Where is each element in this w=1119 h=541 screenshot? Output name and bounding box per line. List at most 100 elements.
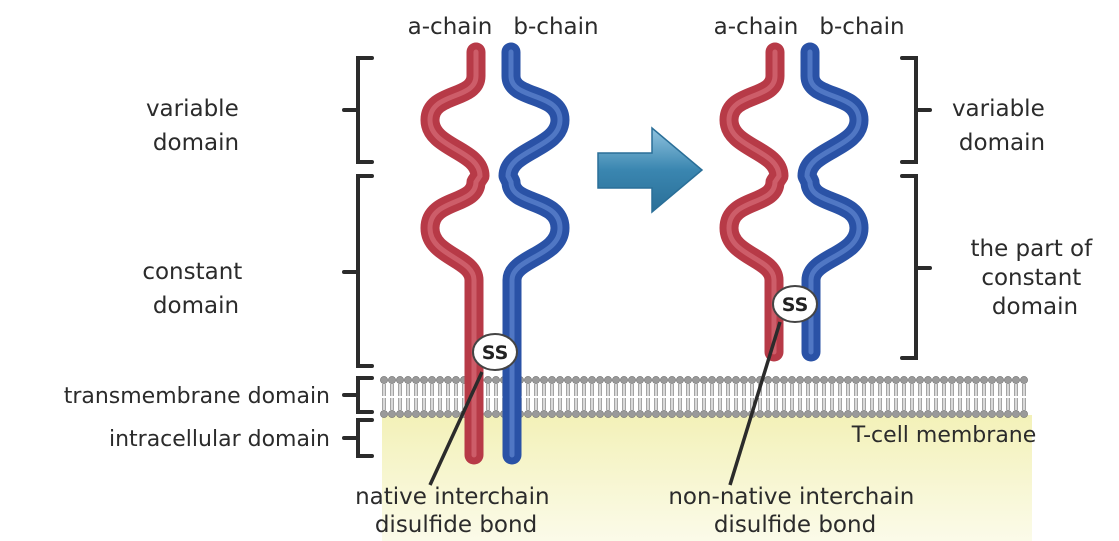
- lipid-tail: [551, 384, 553, 396]
- lipid-head: [916, 410, 923, 417]
- lipid-head: [668, 376, 675, 383]
- lipid-head: [612, 410, 619, 417]
- lipid-head: [764, 376, 771, 383]
- lipid-tail: [839, 398, 841, 410]
- lipid-tail: [399, 384, 401, 396]
- lipid-tail: [951, 398, 953, 410]
- lipid-tail: [455, 384, 457, 396]
- lipid-head: [732, 410, 739, 417]
- lipid-tail: [679, 384, 681, 396]
- lipid-tail: [911, 384, 913, 396]
- lipid-tail: [967, 384, 969, 396]
- lipid-head: [556, 410, 563, 417]
- lipid-tail: [879, 398, 881, 410]
- lipid-head: [908, 410, 915, 417]
- lipid-tail: [583, 398, 585, 410]
- lipid-tail: [575, 398, 577, 410]
- lipid-head: [668, 410, 675, 417]
- lipid-tail: [719, 398, 721, 410]
- lipid-tail: [663, 398, 665, 410]
- lipid-head: [908, 376, 915, 383]
- lipid-tail: [799, 384, 801, 396]
- lipid-tail: [487, 398, 489, 410]
- lipid-tail: [751, 384, 753, 396]
- lipid-head: [876, 410, 883, 417]
- lipid-head: [772, 376, 779, 383]
- lipid-tail: [423, 384, 425, 396]
- lipid-tail: [687, 398, 689, 410]
- lipid-tail: [727, 398, 729, 410]
- lipid-tail: [543, 398, 545, 410]
- lipid-head: [988, 376, 995, 383]
- lipid-tail: [871, 398, 873, 410]
- lipid-head: [396, 410, 403, 417]
- lipid-head: [868, 376, 875, 383]
- lipid-tail: [791, 398, 793, 410]
- lipid-tail: [647, 384, 649, 396]
- lipid-head: [676, 376, 683, 383]
- lipid-tail: [783, 384, 785, 396]
- lipid-tail: [943, 398, 945, 410]
- lipid-head: [828, 376, 835, 383]
- lipid-tail: [911, 398, 913, 410]
- lipid-tail: [775, 398, 777, 410]
- lipid-head: [956, 410, 963, 417]
- left-a-chain-label: a-chain: [408, 14, 493, 40]
- lipid-tail: [655, 384, 657, 396]
- lipid-tail: [439, 398, 441, 410]
- lipid-tail: [583, 384, 585, 396]
- lipid-tail: [879, 384, 881, 396]
- lipid-head: [412, 410, 419, 417]
- lipid-head: [604, 376, 611, 383]
- lipid-tail: [559, 384, 561, 396]
- lipid-head: [932, 410, 939, 417]
- lipid-tail: [671, 398, 673, 410]
- lipid-head: [708, 410, 715, 417]
- lipid-head: [788, 376, 795, 383]
- lipid-head: [900, 410, 907, 417]
- lipid-head: [636, 410, 643, 417]
- lipid-head: [948, 410, 955, 417]
- lipid-head: [692, 376, 699, 383]
- lipid-head: [892, 376, 899, 383]
- lipid-tail: [615, 384, 617, 396]
- lipid-head: [532, 376, 539, 383]
- lipid-tail: [495, 398, 497, 410]
- lipid-head: [756, 410, 763, 417]
- lipid-head: [532, 410, 539, 417]
- lipid-tail: [999, 384, 1001, 396]
- lipid-head: [380, 376, 387, 383]
- right-partial-constant-domain-label: the part of constant domain: [970, 236, 1099, 320]
- lipid-head: [892, 410, 899, 417]
- lipid-head: [436, 376, 443, 383]
- left-variable-domain-label: variable domain: [146, 96, 246, 156]
- lipid-head: [684, 410, 691, 417]
- lipid-tail: [447, 384, 449, 396]
- lipid-head: [1020, 376, 1027, 383]
- lipid-tail: [855, 398, 857, 410]
- lipid-head: [860, 376, 867, 383]
- lipid-head: [524, 410, 531, 417]
- lipid-head: [812, 376, 819, 383]
- lipid-tail: [711, 384, 713, 396]
- right-b-chain-label: b-chain: [819, 14, 904, 40]
- lipid-head: [484, 410, 491, 417]
- lipid-head: [948, 376, 955, 383]
- lipid-tail: [639, 398, 641, 410]
- lipid-head: [820, 376, 827, 383]
- lipid-head: [436, 410, 443, 417]
- lipid-head: [700, 376, 707, 383]
- lipid-tail: [839, 384, 841, 396]
- lipid-head: [572, 376, 579, 383]
- lipid-head: [612, 376, 619, 383]
- lipid-tail: [631, 398, 633, 410]
- lipid-tail: [807, 398, 809, 410]
- lipid-head: [972, 376, 979, 383]
- lipid-head: [836, 376, 843, 383]
- lipid-tail: [447, 398, 449, 410]
- lipid-head: [1012, 376, 1019, 383]
- lipid-head: [604, 410, 611, 417]
- lipid-tail: [567, 384, 569, 396]
- lipid-head: [788, 410, 795, 417]
- lipid-head: [596, 376, 603, 383]
